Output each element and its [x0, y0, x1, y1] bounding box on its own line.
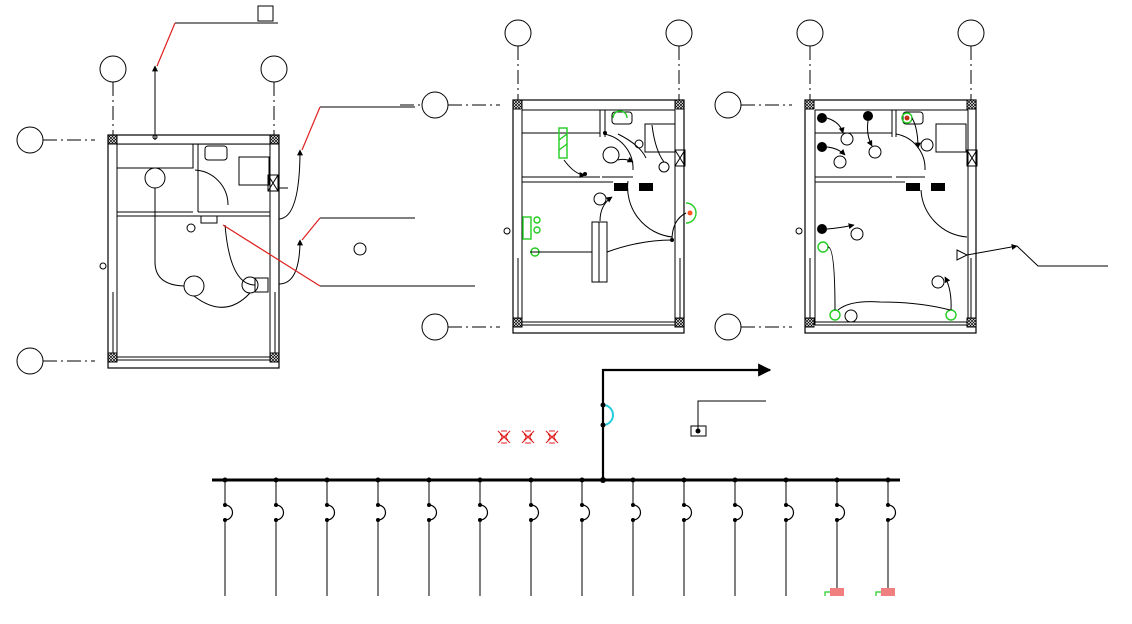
feeder-circuit [732, 477, 744, 596]
grid-bubble [99, 55, 127, 83]
breaker-symbol [377, 504, 387, 521]
grid-bubble [714, 313, 742, 341]
grid-bubble [260, 55, 288, 83]
feeder-circuit [875, 477, 897, 596]
feeder-circuit [681, 477, 693, 596]
feeder-circuit [477, 477, 489, 596]
breaker-symbol [275, 504, 285, 521]
feeder-circuit [324, 477, 336, 596]
switch-symbol [817, 113, 827, 123]
breaker-symbol [479, 504, 489, 521]
light-fixture [241, 276, 259, 294]
feeder-group [222, 477, 897, 596]
load-marker [881, 588, 895, 596]
breaker-symbol [632, 504, 642, 521]
meter-box [690, 425, 707, 437]
feeder-circuit [579, 477, 591, 596]
grid-bubble [714, 91, 742, 119]
light-fixture [183, 275, 205, 297]
fixture-marker [685, 202, 697, 224]
feeder-circuit [375, 477, 387, 596]
feeder-circuit [273, 477, 285, 596]
feeder-circuit [824, 477, 846, 596]
grid-bubble [421, 313, 449, 341]
switch-symbol [817, 142, 827, 152]
feeder-circuit [783, 477, 795, 596]
feeder-circuit [426, 477, 438, 596]
socket-plan [400, 19, 697, 341]
fuse-symbol [497, 430, 511, 444]
circuit-plan [16, 5, 475, 375]
feeder-circuit [630, 477, 642, 596]
main-breaker [602, 404, 614, 426]
grid-bubble [665, 19, 693, 47]
fuse-symbol [545, 430, 559, 444]
breaker-symbol [683, 504, 693, 521]
fuse-group [497, 430, 559, 444]
fixture-marker [612, 110, 628, 119]
switch-symbol [817, 224, 827, 234]
breaker-symbol [785, 504, 795, 521]
grid-bubble [16, 126, 44, 154]
single-line-diagram [212, 363, 900, 596]
grid-bubble [796, 19, 824, 47]
grid-bubble [16, 347, 44, 375]
feeder-circuit [528, 477, 540, 596]
lighting-plan [714, 19, 1108, 341]
load-marker [830, 588, 844, 596]
fuse-symbol [521, 430, 535, 444]
breaker-symbol [428, 504, 438, 521]
fixture-marker [558, 127, 568, 159]
grid-bubble [421, 91, 449, 119]
breaker-symbol [581, 504, 591, 521]
grid-bubble [504, 19, 532, 47]
grid-bubble [957, 19, 985, 47]
breaker-symbol [734, 504, 744, 521]
breaker-symbol [836, 504, 846, 521]
breaker-symbol [224, 504, 234, 521]
feeder-circuit [222, 477, 234, 596]
breaker-symbol [326, 504, 336, 521]
main-feed-line [601, 363, 772, 480]
switch-symbol [863, 111, 873, 121]
breaker-symbol [887, 504, 897, 521]
light-fixture [144, 167, 166, 189]
breaker-symbol [530, 504, 540, 521]
